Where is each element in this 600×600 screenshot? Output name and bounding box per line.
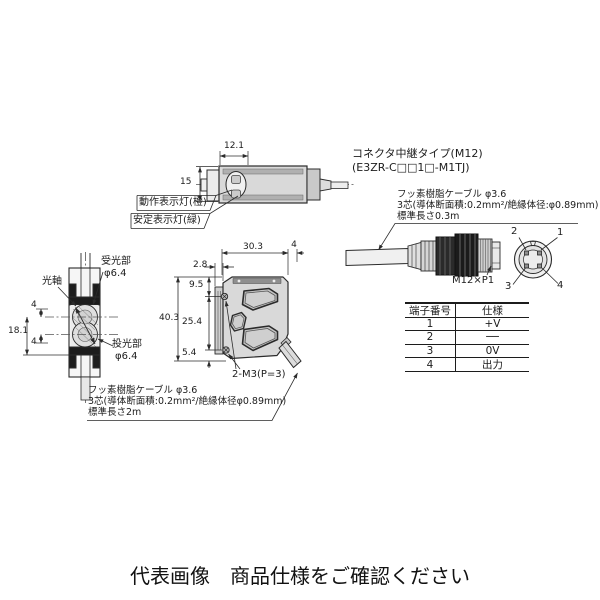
stability-led xyxy=(231,189,241,199)
terminal-table: 端子番号 仕様 1 +V 2 ── 3 0V 4 出力 xyxy=(405,302,529,372)
connector-tip xyxy=(491,241,501,270)
cable-note-line2: 3芯(導体断面積:0.2mm²/絶縁体径φ0.89mm) xyxy=(88,396,287,407)
coupling-ring xyxy=(454,233,479,277)
top-view-drawing xyxy=(130,151,356,229)
connector-cable-note-line1: フッ素樹脂ケーブル φ3.6 xyxy=(397,189,507,200)
threaded-section xyxy=(477,238,493,273)
table-row: 4 出力 xyxy=(405,358,529,372)
cable-boot xyxy=(407,241,422,271)
dim-30-3: 30.3 xyxy=(242,242,264,252)
col-header-terminal: 端子番号 xyxy=(405,304,456,317)
optical-axis-label: 光軸 xyxy=(42,276,62,287)
pin-3 xyxy=(524,263,529,269)
pin-label-3: 3 xyxy=(505,281,512,292)
cable-stub-bottom xyxy=(80,376,91,401)
optical-axis-arrow xyxy=(75,307,96,345)
dim-15: 15 xyxy=(180,177,192,187)
operation-led xyxy=(231,175,241,184)
connector-cable xyxy=(345,247,409,267)
spec-1: +V xyxy=(484,317,501,330)
pin-2 xyxy=(524,250,529,256)
dim-12-1: 12.1 xyxy=(223,141,245,151)
connector-title: コネクタ中継タイプ(M12) xyxy=(352,147,483,160)
stability-label-box xyxy=(130,195,239,229)
connector-cable-note-line2: 3芯(導体断面積:0.2mm²/絶縁体径:φ0.89mm) xyxy=(397,200,599,211)
pin-label-4: 4 xyxy=(557,280,564,291)
table-row: 2 ── xyxy=(405,331,529,345)
cable-stub xyxy=(330,181,349,189)
emitter-label: 投光部 xyxy=(112,339,142,350)
col-header-spec: 仕様 xyxy=(482,304,503,317)
dim-25-4: 25.4 xyxy=(182,317,203,327)
spec-2: ── xyxy=(486,331,499,344)
table-row: 1 +V xyxy=(405,317,529,332)
dim-5-4: 5.4 xyxy=(182,348,197,358)
pin-4 xyxy=(537,263,542,269)
pin-label-2: 2 xyxy=(511,226,518,237)
dim-40-3: 40.3 xyxy=(159,313,180,323)
terminal-1: 1 xyxy=(405,317,456,331)
spec-4: 出力 xyxy=(482,359,503,372)
terminal-2: 2 xyxy=(405,331,456,344)
caption-text: 代表画像 商品仕様をご確認ください xyxy=(130,564,470,588)
knurled-grip xyxy=(435,236,456,276)
dim-4-bottom: 4 xyxy=(31,337,37,347)
pin-1 xyxy=(537,250,542,256)
face-view-drawing xyxy=(87,249,304,421)
thread-label: M12×P1 xyxy=(452,275,495,286)
cable-note-line1: フッ素樹脂ケーブル φ3.6 xyxy=(88,385,198,396)
connector-drawing xyxy=(345,223,578,285)
model-number: (E3ZR-C□□1□-M1TJ) xyxy=(352,161,470,174)
dim-9-5: 9.5 xyxy=(189,280,204,290)
connector-cable-note-line3: 標準長さ0.3m xyxy=(397,211,460,222)
mount-bracket xyxy=(206,169,220,202)
operation-label-box xyxy=(136,189,233,211)
emitter-diameter: φ6.4 xyxy=(115,351,138,362)
terminal-3: 3 xyxy=(405,344,456,358)
table-header-row: 端子番号 仕様 xyxy=(405,304,529,318)
receiver-label: 受光部 xyxy=(101,256,131,267)
receiver-diameter: φ6.4 xyxy=(104,268,127,279)
dim-2-8: 2.8 xyxy=(193,260,208,270)
operation-indicator-label: 動作表示灯(橙) xyxy=(139,196,207,208)
dim-4-protrusion: 4 xyxy=(291,240,297,250)
spec-3: 0V xyxy=(485,345,500,358)
screw-spec-label: 2-M3(P=3) xyxy=(232,369,286,380)
dim-18-1: 18.1 xyxy=(8,326,29,336)
end-cap xyxy=(306,168,321,201)
dim-4-top: 4 xyxy=(31,300,37,310)
stability-indicator-label: 安定表示灯(緑) xyxy=(133,214,201,226)
keyway-notch xyxy=(529,241,537,246)
table-row: 3 0V xyxy=(405,344,529,359)
pin-label-1: 1 xyxy=(557,227,564,238)
terminal-4: 4 xyxy=(405,358,456,371)
front-view-drawing xyxy=(23,252,118,403)
cable-note-line3: 標準長さ2m xyxy=(88,407,142,418)
